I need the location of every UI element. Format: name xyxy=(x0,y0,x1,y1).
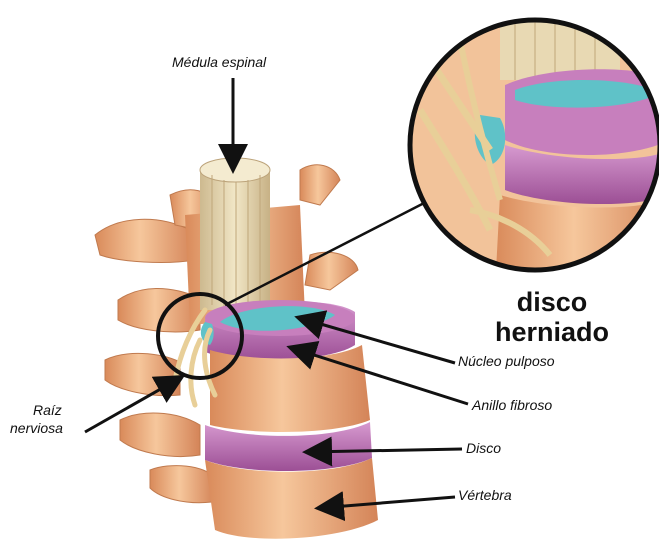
label-disco: Disco xyxy=(466,440,501,456)
lower-vertebrae xyxy=(205,345,378,539)
title-line1: disco xyxy=(462,287,642,317)
label-raiz-line1: Raíz xyxy=(33,402,62,418)
label-anillo-fibroso: Anillo fibroso xyxy=(472,397,552,413)
label-medula-espinal: Médula espinal xyxy=(172,54,266,70)
title-line2: herniado xyxy=(462,317,642,347)
herniated-disc xyxy=(201,300,355,360)
label-nucleo-pulposo: Núcleo pulposo xyxy=(458,353,555,369)
zoom-inset xyxy=(410,10,659,290)
label-raiz-line2: nerviosa xyxy=(10,420,63,436)
label-vertebra: Vértebra xyxy=(458,487,512,503)
